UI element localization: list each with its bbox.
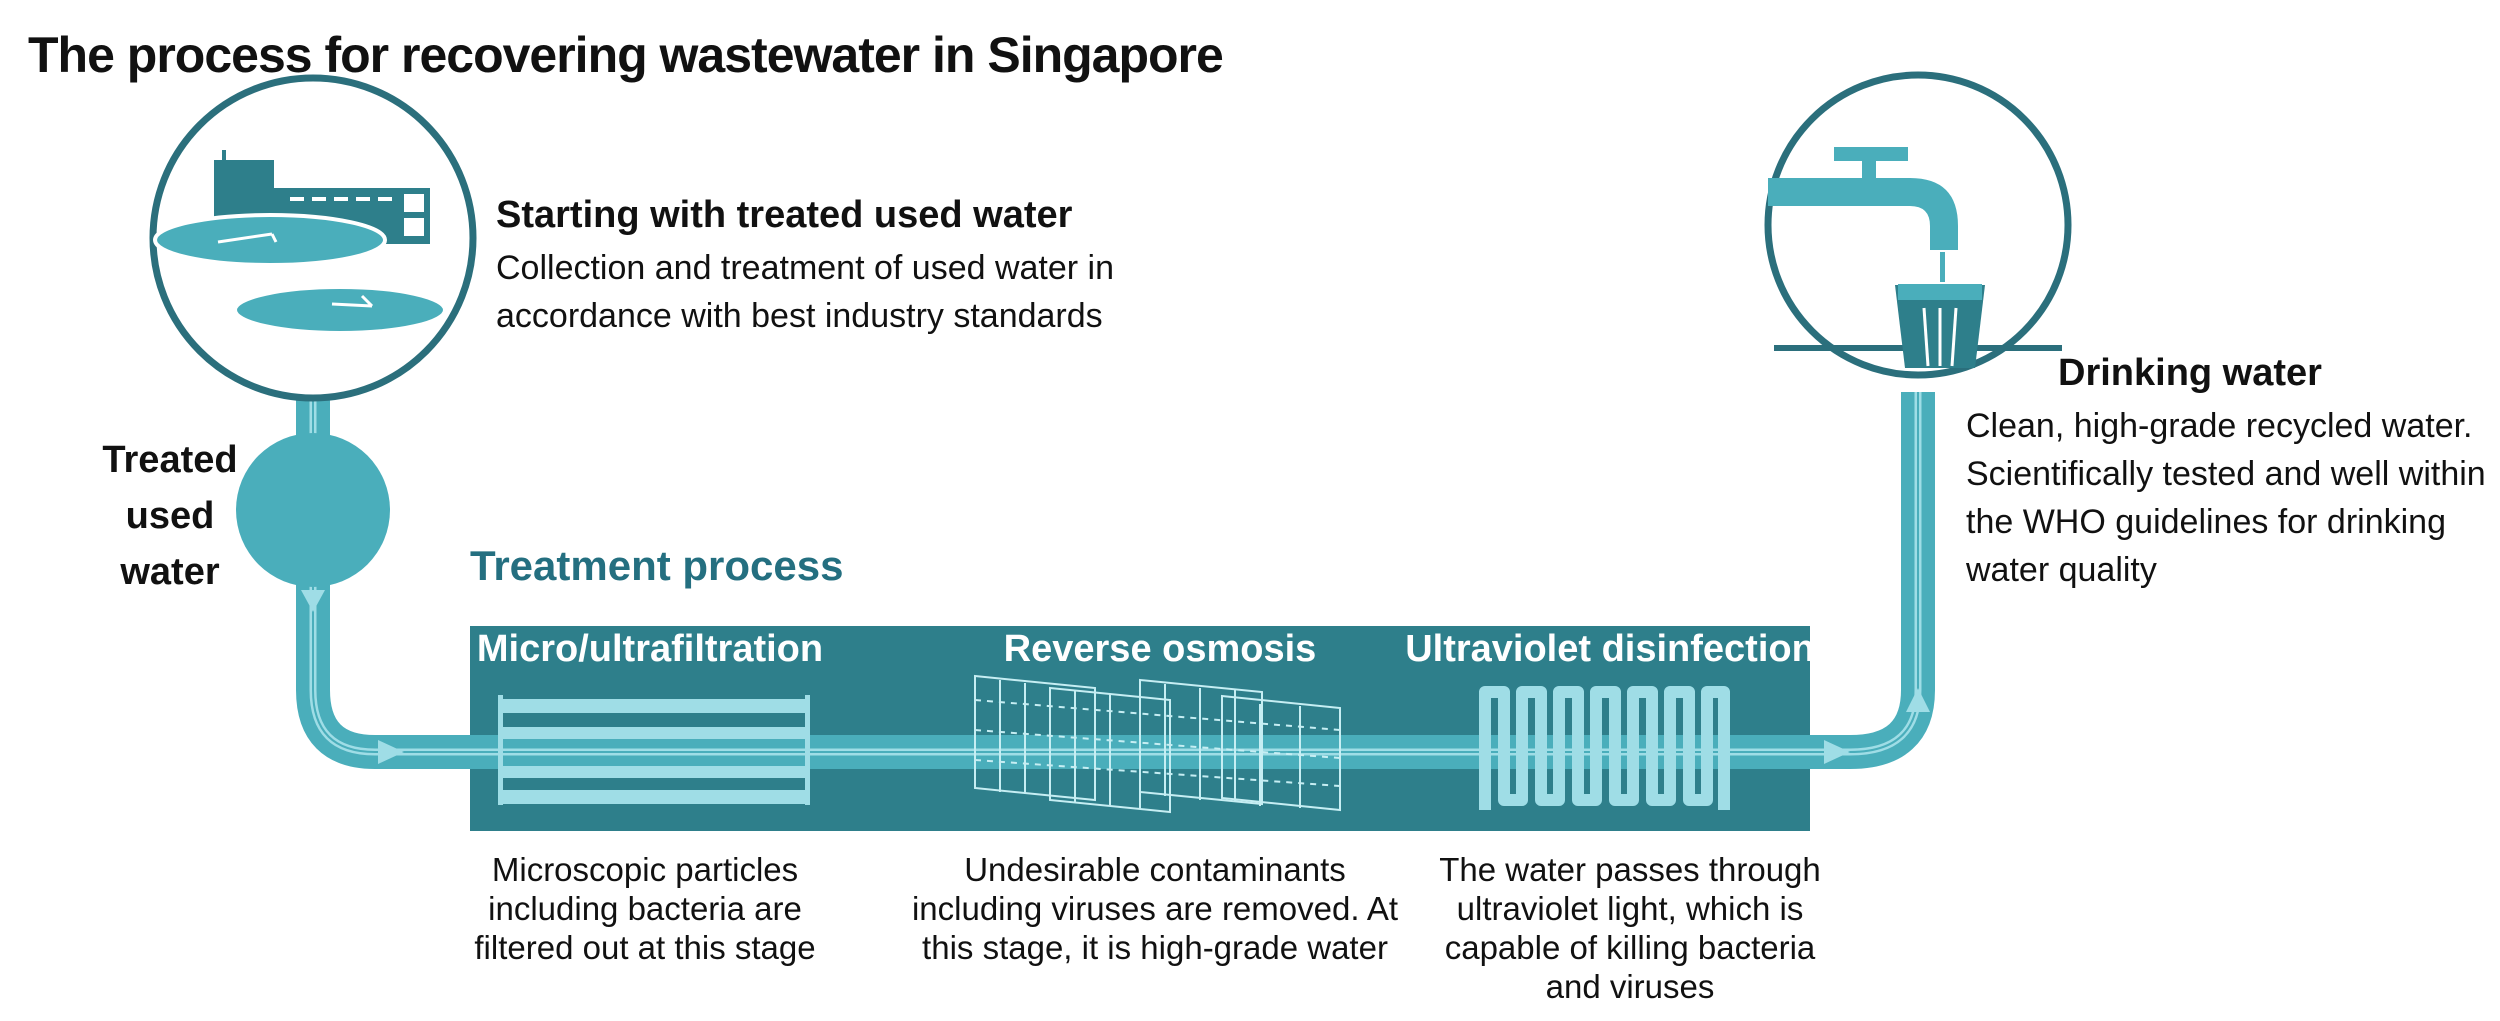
treated-label-line: Treated xyxy=(102,439,238,481)
stage-description-reverse-osmosis: Undesirable contaminants including virus… xyxy=(911,851,1399,966)
treated-water-node xyxy=(236,433,390,587)
arrow-right-icon xyxy=(378,740,404,764)
source-description: Collection and treatment of used water i… xyxy=(496,249,1115,335)
source-heading: Starting with treated used water xyxy=(496,194,1073,236)
membrane-grid-icon xyxy=(974,674,1341,814)
stage-name-uv: Ultraviolet disinfection xyxy=(1405,628,1815,670)
stage-name-filtration: Micro/ultrafiltration xyxy=(476,628,824,670)
process-title: Treatment process xyxy=(470,542,844,589)
treated-label-line: used xyxy=(125,495,215,537)
stage-description-uv: The water passes through ultraviolet lig… xyxy=(1439,851,1821,1005)
arrow-right-icon xyxy=(1824,740,1850,764)
page-title: The process for recovering wastewater in… xyxy=(28,27,1224,83)
treatment-plant-icon xyxy=(149,74,477,402)
filter-membrane-icon xyxy=(498,695,810,805)
pipe-inner-track xyxy=(312,392,1919,753)
tap-and-glass-icon xyxy=(1764,71,2072,379)
stage-name-reverse-osmosis: Reverse osmosis xyxy=(1003,628,1317,670)
treated-label-line: water xyxy=(120,551,220,593)
arrow-down-icon xyxy=(301,590,325,612)
destination-heading: Drinking water xyxy=(2058,352,2322,394)
water-pipe xyxy=(296,392,1935,769)
uv-coil-icon xyxy=(1479,686,1730,810)
treated-water-label: Treated used water xyxy=(60,432,280,600)
stage-description-filtration: Microscopic particles including bacteria… xyxy=(474,851,816,966)
arrow-up-icon xyxy=(1906,688,1930,712)
destination-description: Clean, high-grade recycled water. Scient… xyxy=(1966,407,2486,589)
